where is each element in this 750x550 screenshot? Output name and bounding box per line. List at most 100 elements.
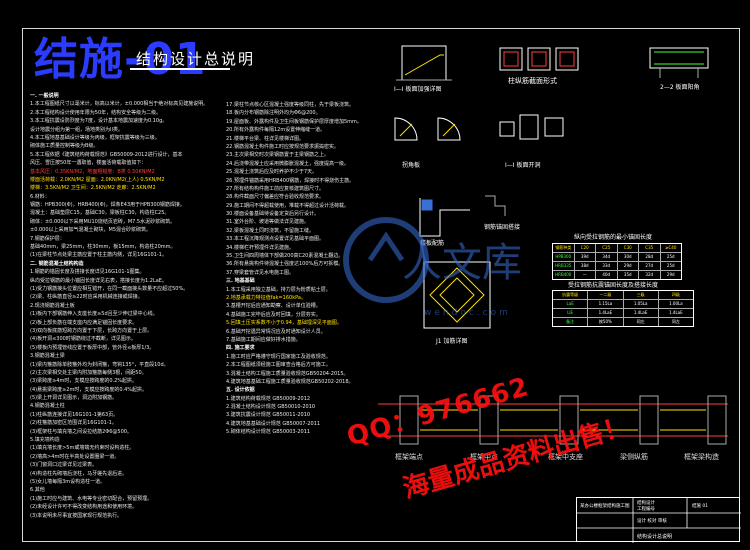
col1-line: (3)门窗洞口过梁详见过梁表。 xyxy=(30,462,98,469)
col1-line: (5)梁上开洞详见图示，洞边附加钢筋。 xyxy=(30,395,118,402)
col1-line: 4.钢筋混凝土柱 xyxy=(30,403,65,410)
table-cell: 三级 xyxy=(624,291,659,299)
detail-5c xyxy=(544,117,564,137)
table-cell: C20 xyxy=(575,244,596,252)
table-cell: 同左 xyxy=(671,319,680,324)
beam-label-4: 梁侧纵筋 xyxy=(620,453,648,461)
col1-line: (5)楼板内预埋管线应置于板厚中部，管外径≤板厚1/3。 xyxy=(30,344,155,351)
col1-line: (3)双向板底筋短跨方向置于下层，长跨方向置于上层。 xyxy=(30,327,153,334)
table-cell: 1.15La xyxy=(588,300,624,308)
col2-line: 20.所有外露构件每隔12m设置伸缩缝一道。 xyxy=(226,127,326,134)
col1-line: (3)框架柱与填充墙之间设拉结筋2Φ6@500。 xyxy=(30,428,132,435)
col1-line: 钢筋：HPB300(Φ)，HRB400(Φ)，焊条E43用于HPB300钢筋焊接… xyxy=(30,202,185,209)
col1-line: 3.本工程抗震设防烈度为7度，设计基本地震加速度为0.10g。 xyxy=(30,118,168,125)
detail-4b xyxy=(437,117,461,141)
detail-4-label: 拐角板 xyxy=(402,162,421,169)
beam-col-2 xyxy=(479,395,499,445)
col2-line: 4.建筑地基基础工程施工质量验收规范GB50202-2018。 xyxy=(226,378,354,385)
col1-line: 基础40mm，梁25mm，柱30mm，板15mm，构造柱20mm。 xyxy=(30,244,176,251)
col2-line: 1.施工时应严格遵守现行国家施工及验收规范。 xyxy=(226,353,331,360)
beam-col-4 xyxy=(639,395,659,445)
detail-6-outline xyxy=(419,198,470,237)
col2-line: 30.楼面设备基础待设备定货后另行设计。 xyxy=(226,211,319,218)
col2-line: 18.板内分布钢筋除注明外均为Φ6@200。 xyxy=(226,110,321,117)
col2-line: 19.屋面板、外露构件及卫生间板钢筋保护层厚度增加5mm。 xyxy=(226,118,362,125)
table-cell: C30 xyxy=(618,244,639,252)
col1-line: 楼面活荷载：2.0KN/M2 屋面：2.0KN/M2(上人) 0.5KN/M2 xyxy=(30,176,165,183)
col1-line: 一. 一般说明 xyxy=(30,93,59,99)
col1-line: (1)在梁柱节点处梁主筋应置于柱主筋内侧，详见16G101-1。 xyxy=(30,252,167,259)
col2-line: 五. 设计依据 xyxy=(226,387,255,394)
col1-line: 设计地震分组为第一组，场地类别为II类。 xyxy=(30,126,123,133)
table-cell: 38d xyxy=(575,262,596,270)
detail-1-label: I—I 板面加强详图 xyxy=(394,86,442,93)
beam-label-2: 框架中点 xyxy=(470,453,498,461)
detail-1-outline xyxy=(401,45,447,81)
detail-2-sec-c xyxy=(555,47,579,71)
table-cell: 29d xyxy=(618,262,639,270)
table-2-title: 受拉钢筋抗震锚固长度及搭接长度 xyxy=(568,282,659,289)
table-cell: C35 xyxy=(639,244,661,252)
title-block-project: 某办公楼框架结构施工图 xyxy=(580,504,630,509)
col2-line: 21.楼梯平台梁、柱详见楼梯详图。 xyxy=(226,135,304,142)
detail-2-sec-a xyxy=(499,47,523,71)
table-row: 备注按50%同左同左 xyxy=(553,318,693,326)
detail-3-label: 2—2 板面阳角 xyxy=(660,84,700,91)
col2-line: 17.梁柱节点核心区混凝土强度等级同柱，先于梁板浇筑。 xyxy=(226,102,354,108)
title-block-signatures: 设计 校对 审核 xyxy=(637,519,667,524)
detail-8-label: 钢筋锚固搭接 xyxy=(484,224,521,231)
col1-line: 基本风压：0.35KN/M2，地面粗糙度：B类 0.50KN/M2 xyxy=(30,168,155,175)
table-cell: ≥C40 xyxy=(665,245,677,250)
col1-line: (5)女儿墙每隔3m设构造柱一道。 xyxy=(30,478,106,485)
detail-3-outline xyxy=(649,47,709,69)
table-cell: 40d xyxy=(596,271,618,279)
table-cell: LlE xyxy=(553,309,589,317)
detail-6-label: 楼板配筋 xyxy=(420,240,445,247)
detail-2-sec-b xyxy=(527,47,551,71)
title-block-number-label: 工程编号 xyxy=(637,507,655,512)
col1-line: 纵向受拉钢筋的最小锚固长度详见右表，搭接长度为1.2LaE。 xyxy=(30,277,167,284)
col1-line: (4)构造柱先砌墙后浇柱，马牙槎先退后进。 xyxy=(30,470,128,477)
table-cell: 钢筋种类 xyxy=(553,244,575,252)
col2-line: 2.本工程图纸须经施工图审查合格后方可施工。 xyxy=(226,362,331,369)
beam-label-3: 框架中支座 xyxy=(548,453,583,461)
col2-line: 23.主次梁相交时次梁钢筋置于主梁钢筋之上。 xyxy=(226,152,329,159)
col2-line: 34.楼梯栏杆预埋件详见建施。 xyxy=(226,244,294,251)
detail-5a xyxy=(499,121,515,137)
beam-col-1 xyxy=(399,395,419,445)
table-cell: 25d xyxy=(666,254,675,259)
detail-7-label: J1 加筋详图 xyxy=(436,338,468,345)
detail-5-label: I—I 板面开洞 xyxy=(505,162,541,169)
table-cell: 抗震等级 xyxy=(553,291,589,299)
table-cell: 25d xyxy=(666,263,675,268)
col1-line: 6.其他 xyxy=(30,487,45,494)
col2-line: 3.基槽开挖后应通知勘察、设计单位验槽。 xyxy=(226,303,321,310)
col2-line: 四. 施工要求 xyxy=(226,345,255,352)
col2-line: 2.地基承载力特征值fak=160kPa。 xyxy=(226,294,306,301)
table-cell: 27d xyxy=(639,262,661,270)
col1-line: (4)板开洞≤300时钢筋绕过不截断，详见图示。 xyxy=(30,336,136,343)
col2-line: 7.基础施工期间应做好排水措施。 xyxy=(226,336,301,343)
col1-line: 楼梯：3.5KN/M2 卫生间：2.5KN/M2 走廊：2.5KN/M2 xyxy=(30,185,156,192)
col1-line: ±0.000以上采用加气混凝土砌块，M5混合砂浆砌筑。 xyxy=(30,227,152,234)
col1-line: 砌体：±0.000以下采用MU10烧结页岩砖，M7.5水泥砂浆砌筑。 xyxy=(30,218,176,225)
col1-line: (1)施工时应与建筑、水电等专业密切配合，预留预埋。 xyxy=(30,495,153,502)
table-cell: 1.4LaE xyxy=(588,309,624,317)
table-cell: 四级 xyxy=(671,292,680,297)
col1-line: 1.钢筋的锚固长度及搭接长度详见16G101-1图集。 xyxy=(30,269,145,276)
col2-line: 4.建筑地基基础设计规范 GB50007-2011 xyxy=(226,420,321,427)
col1-line: 混凝土：基础垫层C15，基础C30，梁板柱C30，构造柱C25。 xyxy=(30,210,170,217)
col1-line: (2)柱箍筋加密区范围详见16G101-1。 xyxy=(30,420,117,427)
beam-label-5: 框架梁构造 xyxy=(684,453,719,461)
col2-line: 2.混凝土结构设计规范 GB50010-2010 xyxy=(226,404,316,411)
table-cell: HRB335 xyxy=(553,262,575,270)
table-cell: 1.05La xyxy=(624,300,659,308)
table-cell: 按50% xyxy=(588,318,624,326)
